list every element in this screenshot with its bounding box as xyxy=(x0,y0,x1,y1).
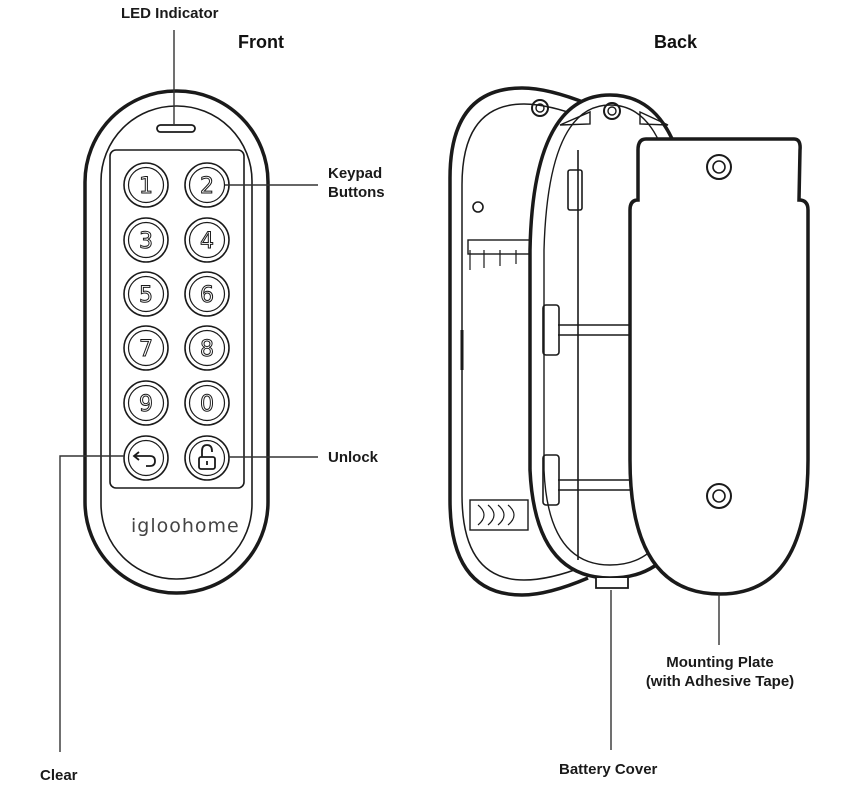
key-button-2[interactable]: 2 xyxy=(184,162,230,208)
key-label-9: 9 xyxy=(139,392,153,417)
key-label-2: 2 xyxy=(200,174,214,199)
key-button-0[interactable]: 0 xyxy=(184,380,230,426)
keypad-buttons-label: Keypad Buttons xyxy=(328,164,385,202)
device-outer-shell xyxy=(83,89,270,595)
key-label-1: 1 xyxy=(139,174,153,199)
clear-label: Clear xyxy=(40,767,78,784)
brand-logo-text: igloohome xyxy=(131,515,240,537)
key-label-5: 5 xyxy=(139,283,153,308)
keypad-buttons-label-line2: Buttons xyxy=(328,184,385,201)
battery-cover-label: Battery Cover xyxy=(559,761,658,778)
led-indicator-label: LED Indicator xyxy=(121,5,219,22)
key-label-3: 3 xyxy=(139,229,153,254)
leader-lines xyxy=(59,30,720,752)
keypad-panel xyxy=(109,149,245,489)
device-front-face xyxy=(100,105,253,580)
key-label-4: 4 xyxy=(200,229,214,254)
front-view xyxy=(83,89,270,595)
key-button-7[interactable]: 7 xyxy=(123,325,169,371)
clear-button[interactable] xyxy=(123,435,169,481)
key-button-4[interactable]: 4 xyxy=(184,217,230,263)
back-arrow-icon xyxy=(132,451,156,467)
key-button-1[interactable]: 1 xyxy=(123,162,169,208)
led-indicator xyxy=(156,124,196,133)
clear-leader xyxy=(59,455,124,752)
mounting-plate-label-line2: (with Adhesive Tape) xyxy=(645,673,795,690)
key-button-8[interactable]: 8 xyxy=(184,325,230,371)
unlock-button[interactable] xyxy=(184,435,230,481)
key-button-5[interactable]: 5 xyxy=(123,271,169,317)
mounting-plate-label: Mounting Plate (with Adhesive Tape) xyxy=(640,653,800,691)
mounting-plate xyxy=(628,137,810,596)
key-label-0: 0 xyxy=(200,392,214,417)
keypad-buttons: 1 2 3 4 5 6 7 8 9 0 xyxy=(123,162,230,426)
key-button-3[interactable]: 3 xyxy=(123,217,169,263)
key-label-6: 6 xyxy=(200,283,214,308)
unlock-label: Unlock xyxy=(328,449,379,466)
key-label-8: 8 xyxy=(200,337,214,362)
back-view xyxy=(448,86,810,597)
back-title: Back xyxy=(654,32,698,52)
padlock-unlocked-icon xyxy=(198,444,216,470)
keypad-buttons-label-line1: Keypad xyxy=(328,165,383,182)
key-button-9[interactable]: 9 xyxy=(123,380,169,426)
key-label-7: 7 xyxy=(139,337,153,362)
mounting-plate-label-line1: Mounting Plate xyxy=(666,654,774,671)
front-title: Front xyxy=(238,32,284,52)
key-button-6[interactable]: 6 xyxy=(184,271,230,317)
